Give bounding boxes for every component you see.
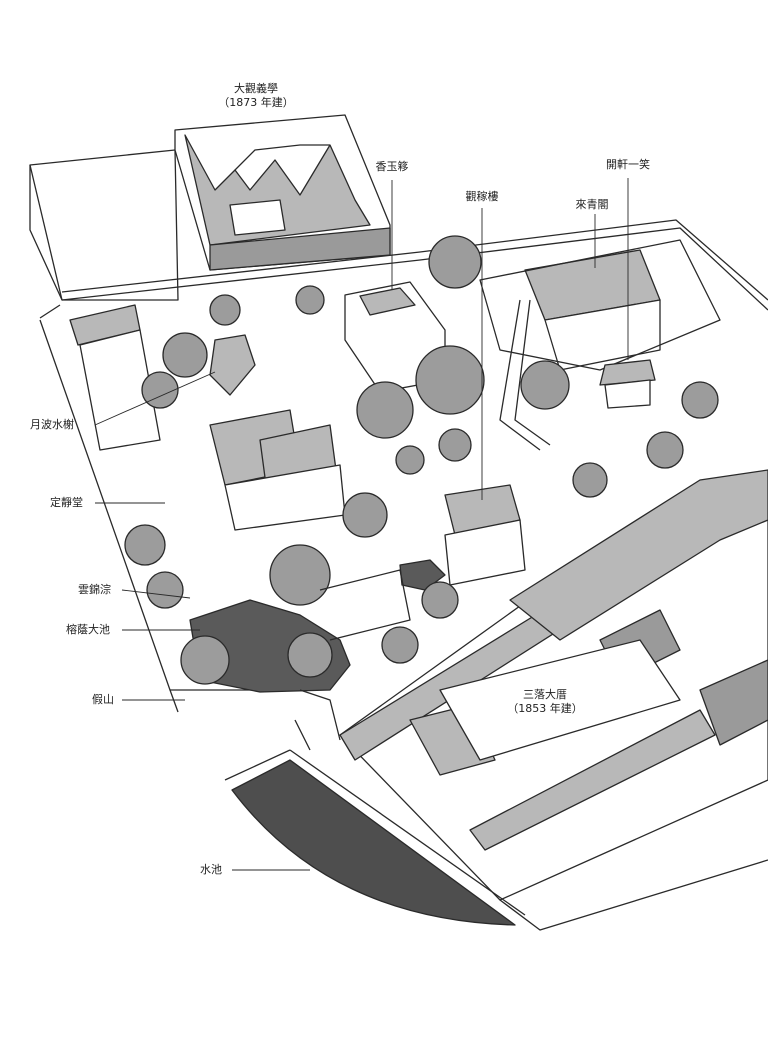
daguan-school-building bbox=[174, 114, 391, 271]
label-yuebo: 月波水榭 bbox=[30, 418, 74, 431]
label-shuichi: 水池 bbox=[200, 863, 222, 876]
label-kaixuan: 開軒一笑 bbox=[606, 158, 650, 171]
label-guanjia: 觀稼樓 bbox=[465, 190, 499, 203]
trees bbox=[124, 235, 719, 685]
laiqing-pavilion bbox=[479, 239, 721, 371]
kaixuan-pavilion bbox=[599, 359, 656, 409]
guanjia-tower bbox=[444, 484, 526, 586]
dingjing-hall bbox=[209, 409, 346, 531]
label-laiqing: 來青閣 bbox=[575, 198, 609, 211]
leader-lines bbox=[94, 178, 629, 871]
label-sanluo-name: 三落大厝 bbox=[523, 688, 567, 701]
shuichi-pond bbox=[224, 749, 526, 926]
label-daguan-name: 大觀義學 bbox=[234, 82, 278, 95]
perimeter-wall bbox=[29, 149, 768, 713]
label-xiangyu: 香玉簃 bbox=[375, 160, 409, 173]
label-rongyin: 榕蔭大池 bbox=[66, 623, 110, 636]
label-yunjin: 雲錦淙 bbox=[78, 583, 111, 596]
sanluo-complex bbox=[339, 469, 768, 901]
label-sanluo-year: （1853 年建） bbox=[507, 702, 583, 715]
label-sanluo: 三落大厝 （1853 年建） bbox=[507, 688, 583, 716]
path-lines bbox=[294, 299, 768, 931]
label-daguan-year: （1873 年建） bbox=[218, 96, 294, 109]
label-dingjing: 定靜堂 bbox=[50, 496, 83, 509]
yuebo-pavilion bbox=[69, 304, 256, 451]
label-daguan: 大觀義學 （1873 年建） bbox=[218, 82, 294, 110]
label-jiashan: 假山 bbox=[92, 693, 114, 706]
